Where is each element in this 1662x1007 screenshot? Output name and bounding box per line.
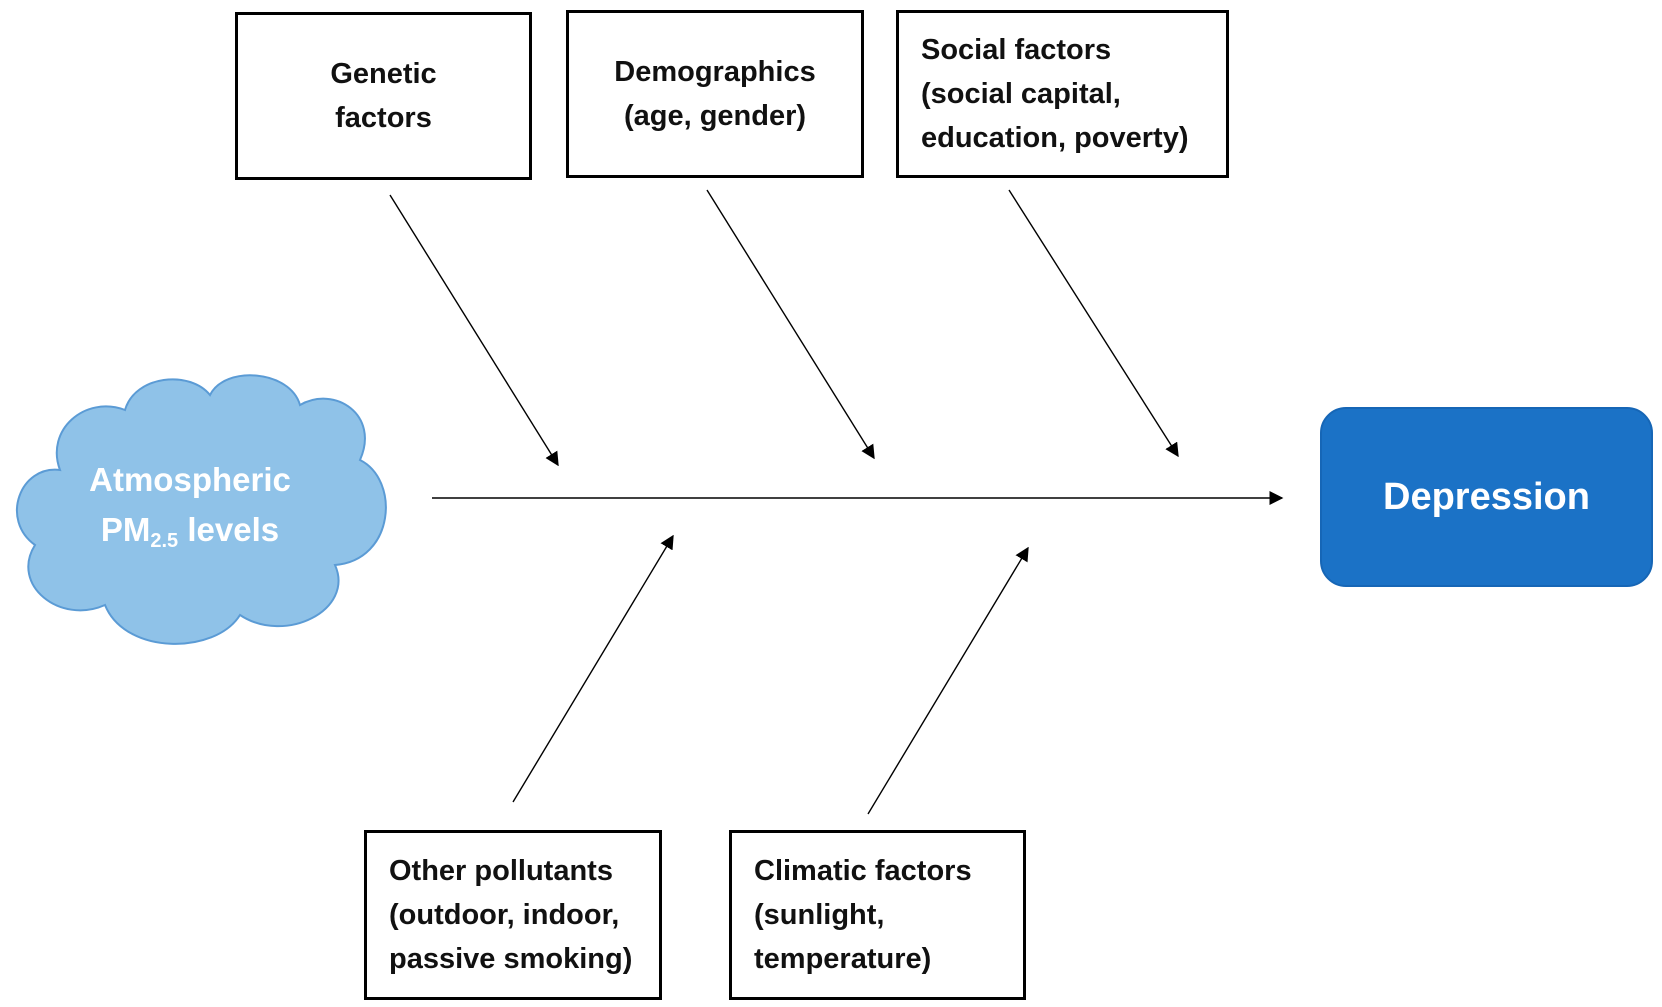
factor-text-line: (outdoor, indoor, (389, 899, 620, 931)
factor-text-line: Social factors (921, 34, 1112, 66)
factor-box-demographics: Demographics (age, gender) (566, 10, 864, 178)
cloud-icon (16, 374, 387, 645)
branch-arrow-demographics (706, 189, 875, 460)
outcome-box-depression: Depression (1320, 407, 1653, 587)
factor-box-social: Social factors (social capital, educatio… (896, 10, 1229, 178)
exposure-label-pm: PM (100, 511, 151, 548)
factor-text-line: passive smoking) (389, 943, 633, 975)
factor-text-line: Demographics (614, 56, 816, 88)
branch-arrow-climatic (867, 546, 1029, 815)
exposure-label-subscript: 2.5 (150, 530, 179, 552)
factor-box-genetic: Genetic factors (235, 12, 532, 180)
exposure-label-line2: PM2.5 levels (40, 505, 340, 555)
factor-box-climatic: Climatic factors (sunlight, temperature) (729, 830, 1026, 1000)
factor-text-line: education, poverty) (921, 122, 1189, 154)
factor-box-other-pollutants: Other pollutants (outdoor, indoor, passi… (364, 830, 662, 1000)
exposure-label: Atmospheric PM2.5 levels (40, 455, 340, 555)
factor-text-line: Genetic (330, 58, 437, 90)
exposure-cloud-shape (16, 374, 387, 645)
factor-text-line: (sunlight, (754, 899, 885, 931)
branch-arrow-pollutants (512, 534, 674, 803)
factor-text-line: (age, gender) (623, 100, 807, 132)
exposure-label-levels: levels (178, 511, 280, 548)
factor-text-line: Climatic factors (754, 855, 972, 887)
branch-arrow-genetic (389, 194, 559, 467)
factor-text-line: (social capital, (921, 78, 1121, 110)
branch-arrow-social (1008, 189, 1179, 458)
factor-text-line: Other pollutants (389, 855, 613, 887)
exposure-label-line1: Atmospheric (89, 461, 291, 498)
outcome-label: Depression (1383, 475, 1590, 518)
factor-text-line: temperature) (754, 943, 932, 975)
factor-text-line: factors (335, 102, 432, 134)
